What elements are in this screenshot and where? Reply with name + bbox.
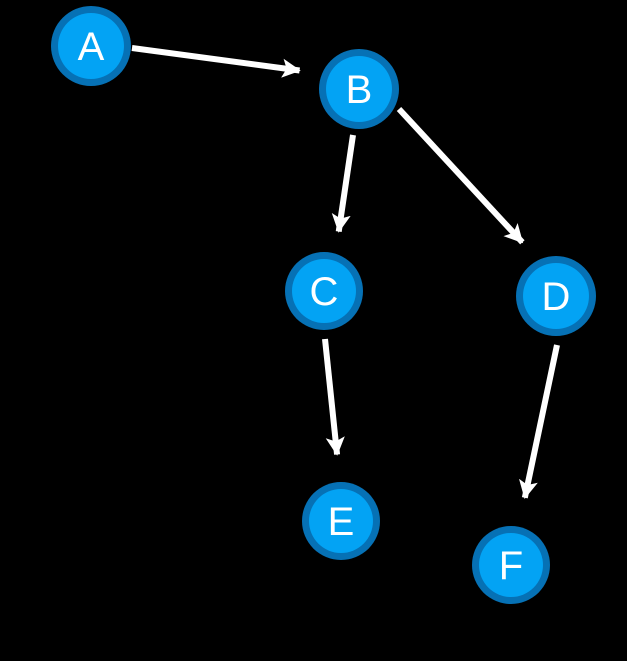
graph-edge-b-d (396, 106, 525, 245)
nodes-layer: A B C D E F (51, 6, 596, 604)
graph-edge-a-b (131, 45, 301, 78)
graph-node-a[interactable]: A (51, 6, 131, 86)
graph-node-e[interactable]: E (302, 482, 380, 560)
node-fill (523, 263, 589, 329)
graph-node-f[interactable]: F (472, 526, 550, 604)
node-fill (58, 13, 124, 79)
node-fill (326, 56, 392, 122)
node-fill (309, 489, 373, 553)
graph-node-b[interactable]: B (319, 49, 399, 129)
edges-layer (131, 45, 560, 499)
node-fill (479, 533, 543, 597)
graph-node-c[interactable]: C (285, 252, 363, 330)
graph-node-d[interactable]: D (516, 256, 596, 336)
graph-edge-b-c (331, 134, 356, 233)
graph-edge-c-e (322, 338, 345, 456)
node-fill (292, 259, 356, 323)
graph-edge-d-f (519, 344, 560, 499)
